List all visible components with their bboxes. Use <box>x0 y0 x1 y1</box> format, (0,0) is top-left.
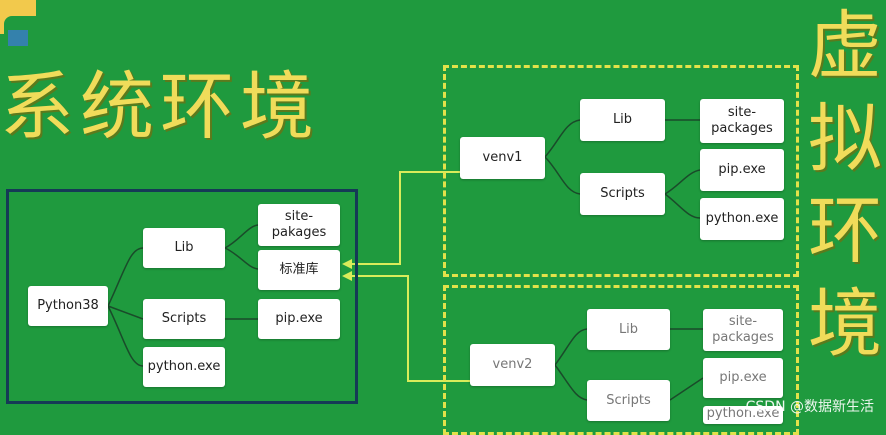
venv1-to-stdlib-arrow <box>350 171 460 265</box>
system-stdlib-node: 标准库 <box>258 250 340 290</box>
venv2-site-packages-node: site- packages <box>703 309 783 351</box>
watermark: CSDN @数据新生活 <box>745 399 874 415</box>
system-pip-exe-node: pip.exe <box>258 299 340 339</box>
venv1-box <box>443 65 799 277</box>
venv1-scripts-node: Scripts <box>580 173 665 215</box>
system-env-box <box>6 189 358 404</box>
venv1-lib-node: Lib <box>580 99 665 141</box>
venv1-root-node: venv1 <box>460 137 545 179</box>
python-logo-icon <box>0 0 36 46</box>
venv1-pip-exe-node: pip.exe <box>700 149 784 191</box>
venv2-to-stdlib-arrow <box>350 275 470 382</box>
system-lib-node: Lib <box>143 228 225 268</box>
venv2-pip-exe-node: pip.exe <box>703 358 783 398</box>
system-scripts-node: Scripts <box>143 299 225 339</box>
system-root-node: Python38 <box>28 286 108 326</box>
connector-lines <box>107 119 704 401</box>
venv1-python-exe-node: python.exe <box>700 198 784 240</box>
venv2-python-exe-node: python.exe <box>703 406 783 424</box>
venv1-site-packages-node: site- packages <box>700 99 784 143</box>
venv2-lib-node: Lib <box>587 309 670 350</box>
system-python-exe-node: python.exe <box>143 347 225 387</box>
system-env-title: 系统环境 <box>0 64 320 150</box>
venv2-scripts-node: Scripts <box>587 380 670 421</box>
venv2-root-node: venv2 <box>470 344 555 386</box>
system-site-packages-node: site-pakages <box>258 204 340 246</box>
virtual-env-title: 虚拟环境 <box>808 3 882 367</box>
